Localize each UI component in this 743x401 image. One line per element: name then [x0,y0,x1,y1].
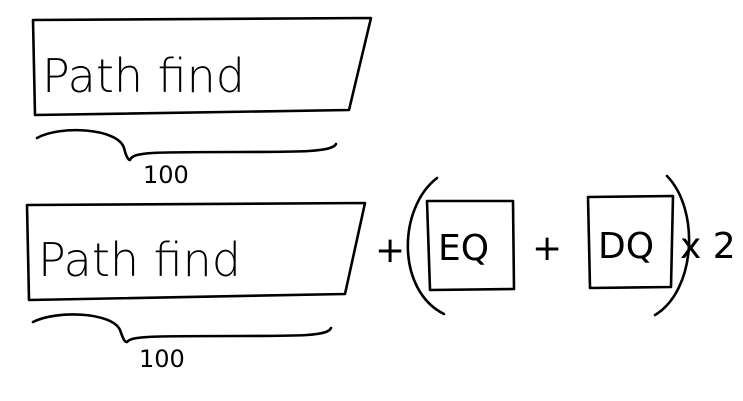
brace-label-1: 100 [143,161,189,189]
pathfind-label-2: Path find [38,233,241,287]
multiplier-label: x 2 [680,226,736,267]
brace-2 [31,313,333,344]
close-paren [653,174,691,317]
brace-1 [35,128,338,162]
eq-label: EQ [438,228,489,269]
plus-sign-1: + [375,230,405,271]
pathfind-block-1 [31,16,373,117]
dq-box [586,194,675,290]
row-2: Path find 100 + EQ + DQ x 2 [25,174,736,373]
plus-sign-2: + [532,228,562,269]
pathfind-label-1: Path find [42,49,245,103]
open-paren [406,176,446,316]
dq-label: DQ [598,226,654,267]
eq-box [425,199,516,292]
brace-label-2: 100 [139,345,185,373]
row-1: Path find 100 [31,16,373,189]
pathfind-block-2 [25,201,367,302]
